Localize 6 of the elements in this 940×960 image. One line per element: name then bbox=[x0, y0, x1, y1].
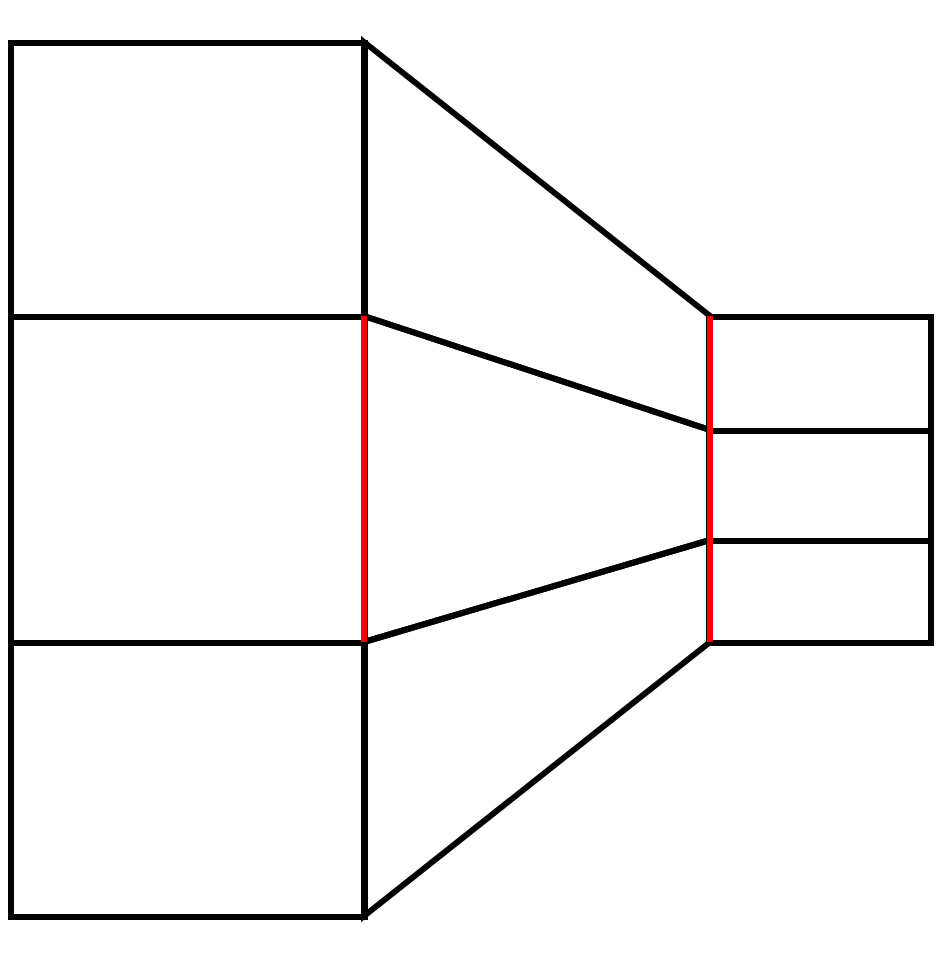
rectangle-shape bbox=[8, 40, 368, 320]
rectangle-shape bbox=[8, 640, 368, 920]
rectangle-shape bbox=[706, 538, 934, 646]
rectangle-shape bbox=[8, 314, 368, 646]
rectangle-shape bbox=[706, 314, 934, 434]
rectangle-shape bbox=[706, 428, 934, 544]
